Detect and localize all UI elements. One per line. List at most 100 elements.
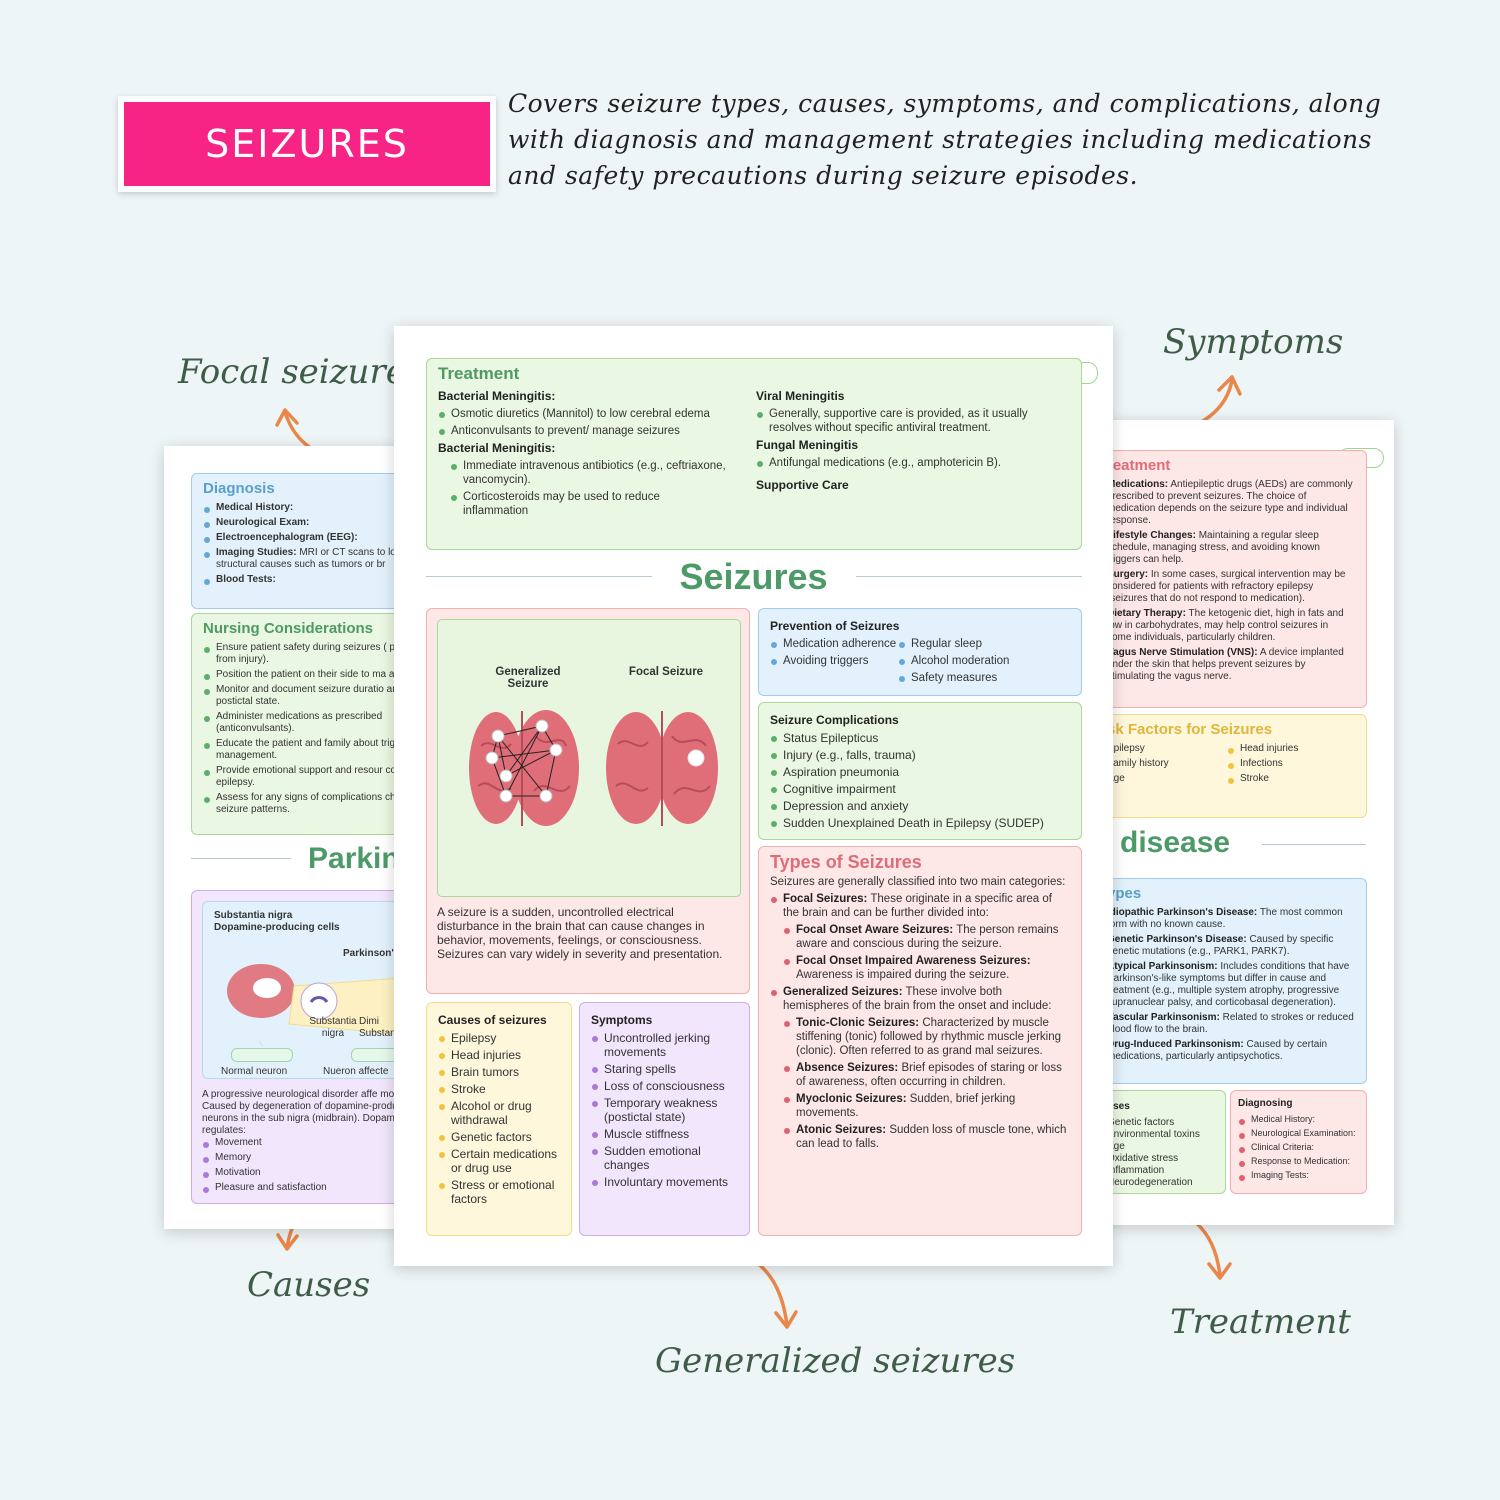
list-item: Stroke <box>438 1082 560 1096</box>
list-item: Generally, supportive care is provided, … <box>756 407 1046 435</box>
parkinsons-label: Parkinson's <box>343 948 400 959</box>
types-box: Types of Seizures Seizures are generally… <box>758 846 1082 1236</box>
prevention-box: Prevention of Seizures Medication adhere… <box>758 608 1082 696</box>
item-term: Vascular Parkinsonism: <box>1107 1012 1220 1023</box>
list-item: Neurodegeneration <box>1107 1177 1193 1188</box>
subheading: Fungal Meningitis <box>756 438 858 452</box>
parkinsons-description: A progressive neurological disorder affe… <box>202 1089 414 1136</box>
item-term: Myoclonic Seizures: <box>796 1093 907 1105</box>
list-item: Atonic Seizures: Sudden loss of muscle t… <box>783 1123 1070 1151</box>
list-item: Stress or emotional factors <box>438 1178 560 1206</box>
types-title: ypes <box>1107 885 1142 902</box>
list-item: Focal Onset Impaired Awareness Seizures:… <box>783 954 1070 982</box>
list-item: Age <box>1107 773 1125 784</box>
seizure-definition: A seizure is a sudden, uncontrolled elec… <box>437 905 723 961</box>
subheading: Bacterial Meningitis: <box>438 441 556 455</box>
list-item: Sudden emotional changes <box>591 1144 738 1172</box>
list-item: Epilepsy <box>438 1031 560 1045</box>
types-box: ypes Idiopathic Parkinson's Disease: The… <box>1100 878 1367 1084</box>
list-item: Absence Seizures: Brief episodes of star… <box>783 1061 1070 1089</box>
callout-treatment: Treatment <box>1170 1302 1351 1342</box>
diagram-panel: Substantia nigra Dopamine-producing cell… <box>202 901 414 1079</box>
list-item: Genetic factors <box>438 1130 560 1144</box>
treatment-box: reatment Medications: Antiepileptic drug… <box>1100 450 1367 708</box>
callout-causes: Causes <box>247 1265 371 1305</box>
neuron-icon <box>231 1048 293 1062</box>
normal-neuron-label: Normal neuron <box>221 1066 288 1077</box>
list-item: Tonic-Clonic Seizures: Characterized by … <box>783 1016 1070 1058</box>
list-item: Involuntary movements <box>591 1175 738 1189</box>
types-title: Types of Seizures <box>770 852 922 872</box>
item-term: Focal Onset Impaired Awareness Seizures: <box>796 955 1031 967</box>
item-term: Surgery: <box>1107 569 1149 580</box>
prevention-title: Prevention of Seizures <box>770 619 900 633</box>
list-item: Myoclonic Seizures: Sudden, brief jerkin… <box>783 1092 1070 1120</box>
list-item: Infections <box>1227 758 1298 770</box>
intro-text: Covers seizure types, causes, symptoms, … <box>508 89 1382 190</box>
list-item: Genetic factors <box>1107 1117 1175 1128</box>
item-text: Characterized by muscle stiffening (toni… <box>796 1017 1062 1057</box>
list-item-detail: MRI or CT scans to lo structural causes … <box>216 547 396 570</box>
list-item-term: Imaging Studies: <box>216 547 297 558</box>
prevention-columns: Medication adherence Avoiding triggers R… <box>770 637 1070 688</box>
list-item: Imaging Studies: MRI or CT scans to lo s… <box>203 547 414 571</box>
list-item: Movement <box>202 1137 414 1149</box>
item-text: Sudden loss of muscle tone, which can le… <box>796 1124 1067 1150</box>
item-term: Tonic-Clonic Seizures: <box>796 1017 920 1029</box>
list-item: Alcohol moderation <box>898 654 1009 668</box>
complications-box: Seizure Complications Status Epilepticus… <box>758 702 1082 840</box>
list-item: Inflammation <box>1107 1165 1165 1176</box>
list-item: Stroke <box>1227 773 1298 785</box>
item-text: The person remains aware and conscious d… <box>796 924 1059 950</box>
callout-generalized-seizures: Generalized seizures <box>655 1341 1016 1381</box>
list-item: Clinical Criteria: <box>1238 1142 1359 1153</box>
type-item: Idiopathic Parkinson's Disease: The most… <box>1107 907 1355 931</box>
generalized-label: Generalized Seizure <box>495 666 561 690</box>
item-term: Focal Seizures: <box>783 893 868 905</box>
callout-focal-seizures: Focal seizures <box>178 352 424 392</box>
item-text: A device implanted under the skin that h… <box>1107 647 1344 682</box>
title-badge: SEIZURES <box>118 96 496 192</box>
type-item: Drug-Induced Parkinsonism: Caused by cer… <box>1107 1039 1355 1063</box>
brain-illustration: Generalized Seizure Focal Seizure <box>437 619 741 897</box>
list-item: Immediate intravenous antibiotics (e.g.,… <box>450 459 728 487</box>
item-text: In some cases, surgical intervention may… <box>1107 569 1346 604</box>
causes-box: Causes of seizures Epilepsy Head injurie… <box>426 1002 572 1236</box>
list-item: Medical History: <box>1238 1114 1359 1125</box>
diagnosis-title: Diagnosis <box>203 480 275 497</box>
brain-icons <box>469 710 718 826</box>
complications-title: Seizure Complications <box>770 713 899 727</box>
list-item: Temporary weakness (postictal state) <box>591 1096 738 1124</box>
item-term: Vagus Nerve Stimulation (VNS): <box>1107 647 1258 658</box>
list-item: Brain tumors <box>438 1065 560 1079</box>
list-item: Muscle stiffness <box>591 1127 738 1141</box>
list-item: Educate the patient and family about tri… <box>203 738 414 762</box>
list-item: Epilepsy <box>1107 743 1145 754</box>
symptoms-title: Symptoms <box>591 1013 653 1027</box>
list-item: Head injuries <box>1227 743 1298 755</box>
item-text: Brief episodes of staring or loss of awa… <box>796 1062 1062 1088</box>
definition-box: Generalized Seizure Focal Seizure <box>426 608 750 994</box>
item-term: Generalized Seizures: <box>783 986 903 998</box>
item-text: These involve both hemispheres of the br… <box>783 986 1052 1012</box>
treatment-columns: Bacterial Meningitis: Osmotic diuretics … <box>438 387 1070 521</box>
types-intro: Seizures are generally classified into t… <box>770 876 1066 888</box>
risk-columns: Epilepsy Family history Age Head injurie… <box>1107 743 1355 788</box>
diminished-label: Dimi Substan <box>359 1016 396 1039</box>
item-text: The most common form with no known cause… <box>1107 907 1343 930</box>
section-title: disease <box>1120 826 1231 859</box>
causes-box: uses Genetic factors Environmental toxin… <box>1100 1090 1226 1194</box>
list-item: Blood Tests: <box>203 574 414 586</box>
list-item: Assess for any signs of complications ch… <box>203 792 414 816</box>
list-item: Focal Seizures: These originate in a spe… <box>770 892 1070 920</box>
list-item: Medical History: <box>203 502 414 514</box>
list-item: Position the patient on their side to ma… <box>203 669 414 681</box>
diagnosis-box: Diagnosis Medical History: Neurological … <box>191 473 414 609</box>
item-term: Absence Seizures: <box>796 1062 899 1074</box>
list-item: Motivation <box>202 1167 414 1179</box>
list-item: Sudden Unexplained Death in Epilepsy (SU… <box>770 816 1070 830</box>
list-item: Response to Medication: <box>1238 1156 1359 1167</box>
list-item: Monitor and document seizure duratio and… <box>203 684 414 708</box>
treatment-item: Lifestyle Changes: Maintaining a regular… <box>1107 530 1355 566</box>
affected-neuron-label: Nueron affecte <box>323 1066 389 1077</box>
